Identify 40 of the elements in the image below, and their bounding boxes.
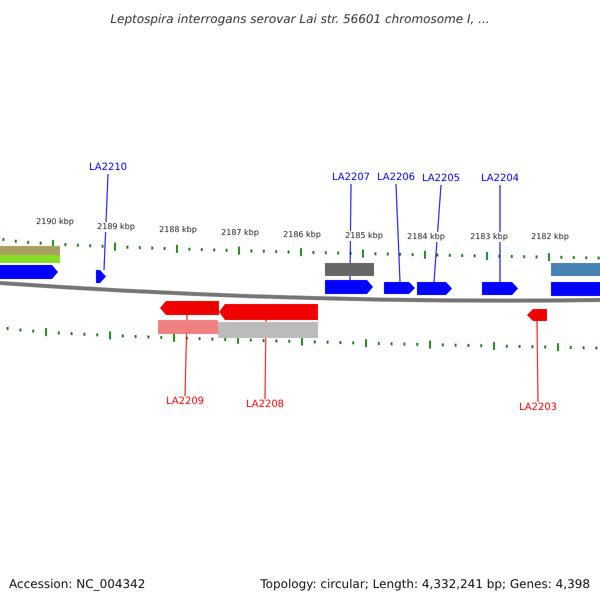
footer-text: Accession: NC_004342 xyxy=(9,576,146,593)
axis-label: 2188 kbp xyxy=(159,225,197,235)
gene-feature xyxy=(417,282,452,295)
leader-line xyxy=(104,174,108,270)
axis-label: 2190 kbp xyxy=(36,217,74,227)
feature-bar xyxy=(551,263,600,276)
leader-line xyxy=(396,184,400,282)
feature-bar xyxy=(158,320,218,334)
gene-feature xyxy=(219,304,318,320)
title: Leptospira interrogans serovar Lai str. 56601 chromosome I, ... xyxy=(109,11,491,28)
gene-feature xyxy=(527,309,547,321)
gene-feature xyxy=(482,282,518,295)
gene-label: LA2210 xyxy=(88,162,128,174)
gene-label: LA2205 xyxy=(422,173,460,185)
leader-line xyxy=(536,320,538,402)
leader-line xyxy=(434,184,442,282)
axis-label: 2189 kbp xyxy=(97,222,135,232)
axis-label: 2184 kbp xyxy=(407,232,445,242)
gene-feature xyxy=(0,265,58,279)
axis-label: 2183 kbp xyxy=(470,232,508,242)
gene-label: LA2207 xyxy=(332,172,370,184)
footer-text: Topology: circular; Length: 4,332,241 bp; Genes: 4,398 xyxy=(260,576,590,593)
gene-label: LA2203 xyxy=(518,402,558,414)
gene-feature xyxy=(160,301,219,315)
gene-label: LA2209 xyxy=(166,396,204,408)
axis-label: 2186 kbp xyxy=(283,230,321,240)
gene-feature xyxy=(384,282,415,294)
feature-bar xyxy=(551,282,600,296)
gene-label: LA2206 xyxy=(376,172,416,184)
axis-label: 2187 kbp xyxy=(221,228,259,238)
gene-label: LA2208 xyxy=(246,399,284,411)
feature-bar xyxy=(325,263,374,276)
feature-bar xyxy=(218,322,318,338)
feature-bar xyxy=(0,246,60,255)
gene-label: LA2204 xyxy=(480,173,520,185)
gene-feature xyxy=(96,270,106,283)
axis-label: 2185 kbp xyxy=(345,231,383,241)
axis-label: 2182 kbp xyxy=(531,232,569,242)
feature-bar xyxy=(0,255,60,263)
gene-feature xyxy=(325,280,373,294)
